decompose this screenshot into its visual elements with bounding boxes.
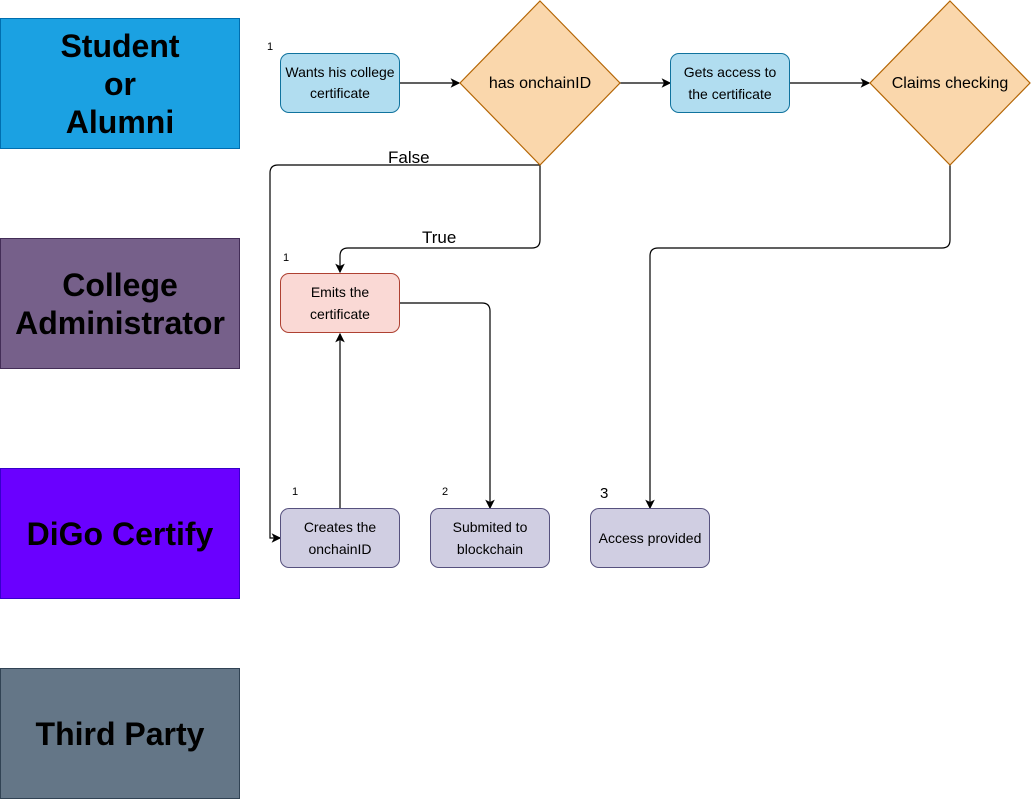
- lane-label: DiGo Certify: [26, 515, 214, 552]
- edge-claims-to-access: [645, 165, 951, 510]
- claims-checking-label: Claims checking: [891, 74, 1009, 92]
- process-wants-certificate: Wants his college certificate: [280, 53, 400, 113]
- lane-label: Student or Alumni: [60, 27, 180, 140]
- step-number: 2: [442, 486, 449, 498]
- process-submitted-to-blockchain: Submited to blockchain: [430, 508, 550, 568]
- edge-true: [335, 165, 541, 274]
- edge-label-true: True: [422, 228, 457, 247]
- process-emits-certificate: Emits the certificate: [280, 273, 400, 333]
- step-number: 3: [600, 485, 609, 502]
- process-creates-onchainid: Creates the onchainID: [280, 508, 400, 568]
- lane-student-or-alumni: Student or Alumni: [0, 18, 240, 149]
- step-number: 1: [283, 252, 290, 264]
- decision-diamond-has-onchainid: [459, 0, 621, 166]
- lane-label: College Administrator: [15, 266, 225, 341]
- edge-label-false: False: [388, 148, 430, 167]
- edge-false: [269, 164, 540, 543]
- lane-college-administrator: College Administrator: [0, 238, 240, 369]
- has-onchainid-label: has onchainID: [488, 74, 592, 92]
- process-gets-access: Gets access to the certificate: [670, 53, 790, 113]
- lane-label: Third Party: [35, 715, 205, 752]
- lane-digo-certify: DiGo Certify: [0, 468, 240, 599]
- step-number: 1: [292, 486, 299, 498]
- edge-emits-to-submitted: [400, 302, 495, 510]
- decision-diamond-claims-checking: [869, 0, 1031, 166]
- step-number: 1: [267, 41, 274, 53]
- process-access-provided: Access provided: [590, 508, 710, 568]
